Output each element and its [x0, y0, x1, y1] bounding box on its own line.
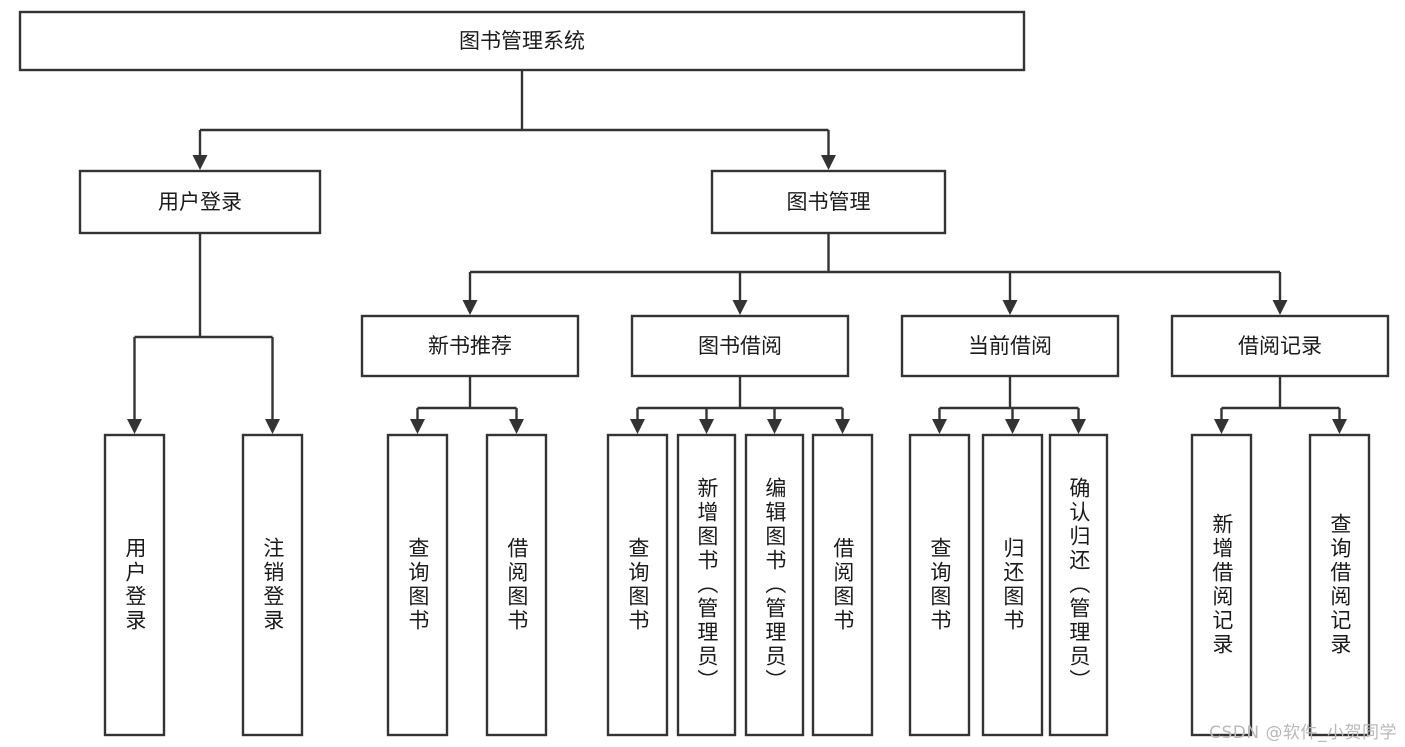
node-box-layer	[18, 10, 1390, 737]
arrowhead-leaf-edit-book	[767, 419, 782, 434]
node-label-user-login: 用户登录	[158, 190, 242, 214]
arrowhead-leaf-return-book	[1005, 419, 1020, 434]
node-label-borrow-record: 借阅记录	[1238, 334, 1322, 358]
arrowhead-leaf-query-book-2	[630, 419, 645, 434]
node-label-book-manage: 图书管理	[787, 190, 871, 214]
node-label-book-borrow: 图书借阅	[698, 334, 782, 358]
node-box-leaf-query-book-3[interactable]	[908, 433, 971, 737]
node-box-leaf-edit-book[interactable]	[744, 433, 805, 737]
node-box-book-borrow[interactable]	[630, 314, 850, 378]
arrowhead-book-manage	[821, 155, 836, 170]
node-box-root[interactable]	[18, 10, 1026, 72]
node-box-leaf-query-book-1[interactable]	[386, 433, 449, 737]
node-box-current-borrow[interactable]	[900, 314, 1120, 378]
arrowhead-leaf-confirm-return	[1071, 419, 1086, 434]
node-box-leaf-query-book-2[interactable]	[606, 433, 669, 737]
node-label-new-book-rec: 新书推荐	[428, 334, 512, 358]
node-box-borrow-record[interactable]	[1170, 314, 1390, 378]
arrowhead-leaf-borrow-book-1	[509, 419, 524, 434]
arrowhead-leaf-user-login	[127, 419, 142, 434]
arrowhead-leaf-query-book-1	[410, 419, 425, 434]
arrowhead-leaf-add-record	[1214, 419, 1229, 434]
csdn-watermark: CSDN @软件_小贺同学	[1209, 723, 1397, 743]
arrowhead-leaf-add-book	[699, 419, 714, 434]
connector-layer	[127, 70, 1347, 434]
node-box-leaf-add-record[interactable]	[1190, 433, 1253, 737]
arrowhead-leaf-logout-login	[265, 419, 280, 434]
node-box-leaf-user-login[interactable]	[103, 433, 166, 737]
arrowhead-book-borrow	[732, 300, 748, 315]
arrowhead-leaf-query-book-3	[932, 419, 947, 434]
node-box-leaf-return-book[interactable]	[981, 433, 1044, 737]
arrowhead-leaf-query-record	[1332, 419, 1347, 434]
arrowhead-user-login	[192, 155, 208, 170]
node-box-leaf-borrow-book-2[interactable]	[811, 433, 874, 737]
node-box-leaf-confirm-return[interactable]	[1048, 433, 1109, 737]
node-box-leaf-add-book[interactable]	[676, 433, 737, 737]
arrowhead-borrow-record	[1272, 300, 1288, 315]
node-box-new-book-rec[interactable]	[360, 314, 580, 378]
node-box-book-manage[interactable]	[710, 169, 947, 235]
arrowhead-new-book-rec	[462, 300, 478, 315]
node-box-user-login[interactable]	[78, 169, 322, 235]
node-box-leaf-query-record[interactable]	[1308, 433, 1371, 737]
arrowhead-current-borrow	[1002, 300, 1018, 315]
node-label-root: 图书管理系统	[459, 29, 585, 53]
arrowhead-leaf-borrow-book-2	[835, 419, 850, 434]
node-box-leaf-logout-login[interactable]	[241, 433, 304, 737]
node-label-current-borrow: 当前借阅	[968, 334, 1052, 358]
node-box-leaf-borrow-book-1[interactable]	[485, 433, 548, 737]
